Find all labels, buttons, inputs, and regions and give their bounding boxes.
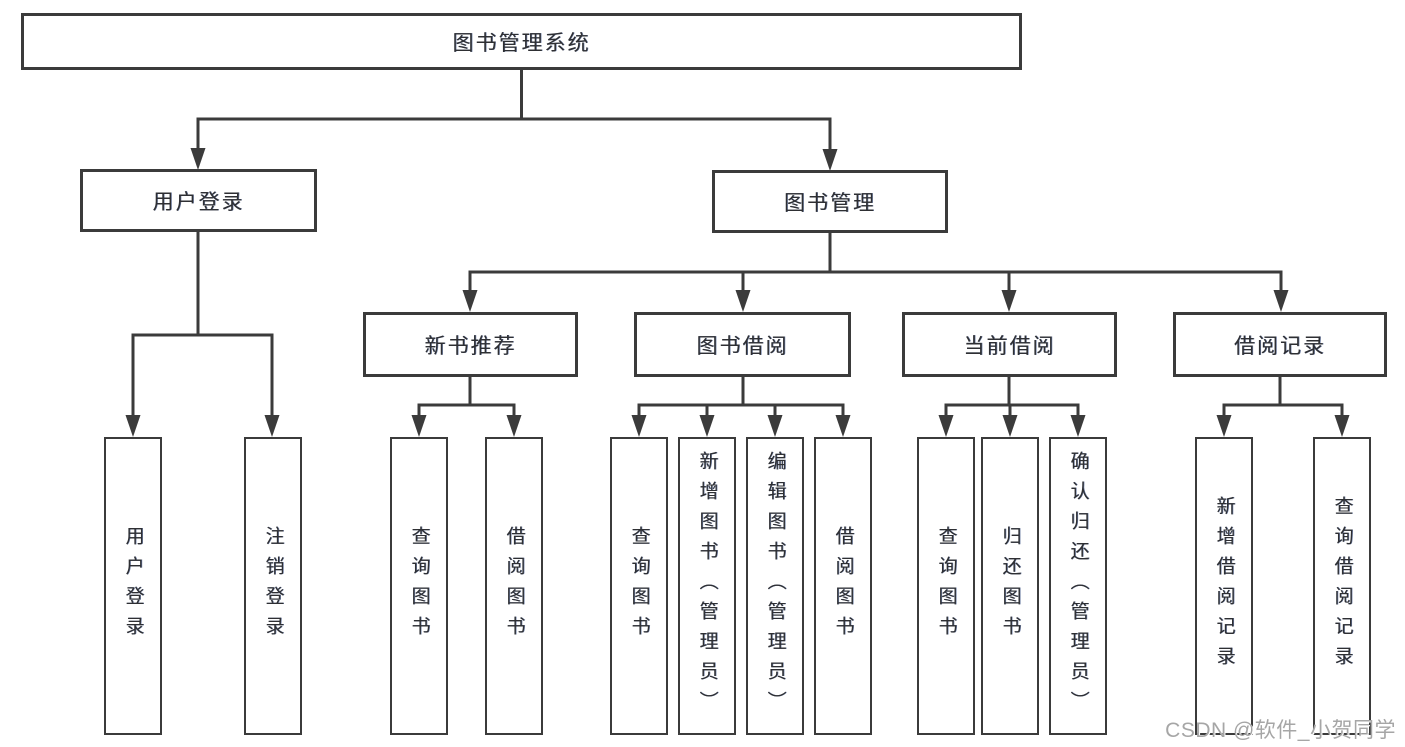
node-current-borrowing-label: 当前借阅 xyxy=(963,334,1056,358)
leaf-confirm-return-admin: 确认归还（管理员） xyxy=(1049,437,1107,735)
leaf-logout: 注销登录 xyxy=(244,437,302,735)
leaf-return-books-label: 归还图书 xyxy=(999,526,1021,646)
node-new-book-recommendation: 新书推荐 xyxy=(363,312,578,377)
leaf-user-login-label: 用户登录 xyxy=(122,526,144,646)
leaf-confirm-return-admin-label: 确认归还（管理员） xyxy=(1067,451,1089,721)
node-book-borrowing-label: 图书借阅 xyxy=(696,334,789,358)
leaf-query-books-current-label: 查询图书 xyxy=(935,526,957,646)
node-book-management-module: 图书管理 xyxy=(712,170,948,233)
leaf-query-books-borrowing: 查询图书 xyxy=(610,437,668,735)
leaf-user-login: 用户登录 xyxy=(104,437,162,735)
leaf-query-borrow-record: 查询借阅记录 xyxy=(1313,437,1371,735)
leaf-add-borrow-record-label: 新增借阅记录 xyxy=(1213,496,1235,676)
node-borrowing-records: 借阅记录 xyxy=(1173,312,1387,377)
leaf-borrow-books: 借阅图书 xyxy=(814,437,872,735)
leaf-add-borrow-record: 新增借阅记录 xyxy=(1195,437,1253,735)
leaf-borrow-books-recommend-label: 借阅图书 xyxy=(503,526,525,646)
leaf-add-book-admin: 新增图书（管理员） xyxy=(678,437,736,735)
node-borrowing-records-label: 借阅记录 xyxy=(1234,334,1326,358)
leaf-edit-book-admin-label: 编辑图书（管理员） xyxy=(764,451,786,721)
leaf-query-books-recommend: 查询图书 xyxy=(390,437,448,735)
leaf-borrow-books-label: 借阅图书 xyxy=(832,526,854,646)
node-book-management-module-label: 图书管理 xyxy=(784,191,876,215)
node-new-book-recommendation-label: 新书推荐 xyxy=(424,334,517,358)
csdn-watermark: CSDN @软件_小贺同学 xyxy=(1165,719,1396,742)
node-system-root-label: 图书管理系统 xyxy=(452,31,591,55)
node-system-root: 图书管理系统 xyxy=(21,13,1022,70)
leaf-query-books-current: 查询图书 xyxy=(917,437,975,735)
node-user-login-module: 用户登录 xyxy=(80,169,317,232)
node-book-borrowing: 图书借阅 xyxy=(634,312,851,377)
node-current-borrowing: 当前借阅 xyxy=(902,312,1117,377)
node-user-login-module-label: 用户登录 xyxy=(152,190,245,214)
leaf-query-borrow-record-label: 查询借阅记录 xyxy=(1331,496,1353,676)
leaf-return-books: 归还图书 xyxy=(981,437,1039,735)
leaf-query-books-recommend-label: 查询图书 xyxy=(408,526,430,646)
leaf-edit-book-admin: 编辑图书（管理员） xyxy=(746,437,804,735)
leaf-query-books-borrowing-label: 查询图书 xyxy=(628,526,650,646)
leaf-add-book-admin-label: 新增图书（管理员） xyxy=(696,451,718,721)
leaf-logout-label: 注销登录 xyxy=(262,526,284,646)
leaf-borrow-books-recommend: 借阅图书 xyxy=(485,437,543,735)
